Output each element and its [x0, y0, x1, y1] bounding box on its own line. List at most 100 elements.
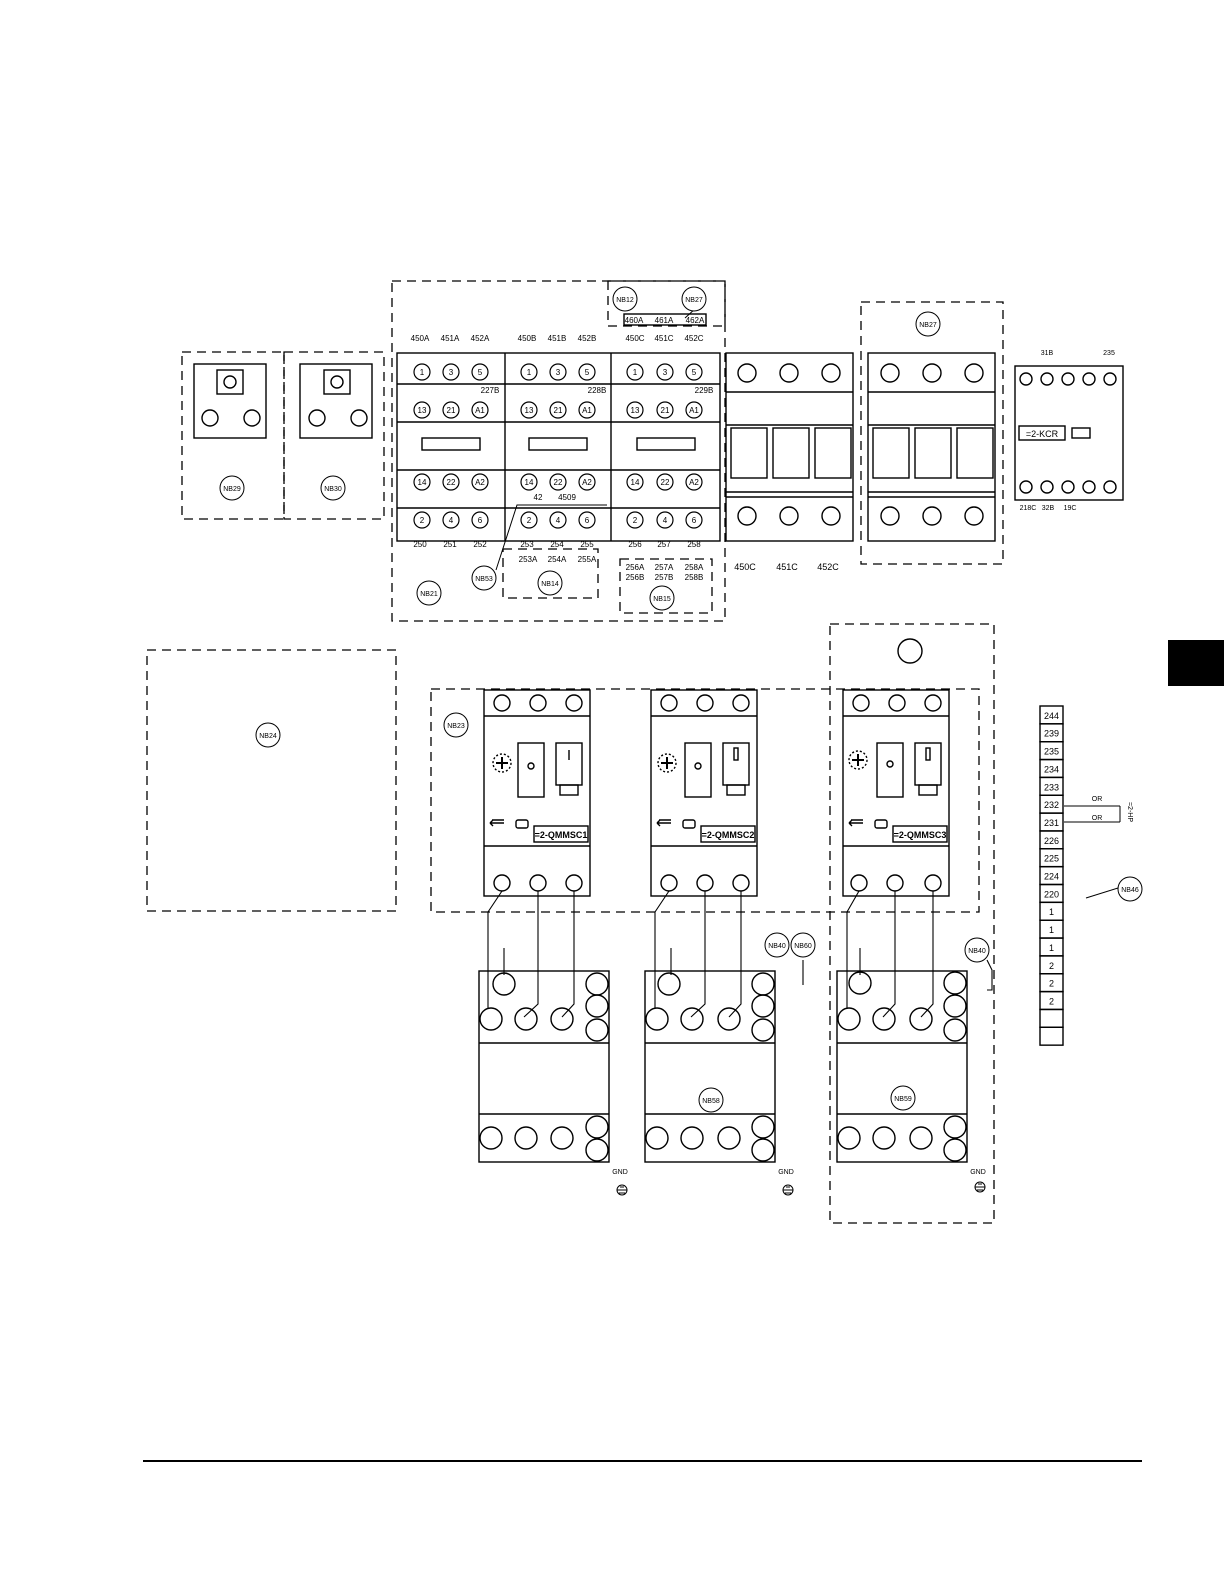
terminal-strip — [1039, 705, 1064, 1046]
terminal-label: 21 — [554, 406, 563, 415]
relay-block — [396, 352, 721, 542]
callout-label-nb14: NB14 — [541, 581, 559, 588]
footer-rule — [143, 1460, 1142, 1462]
callout-label-nb24: NB24 — [259, 733, 277, 740]
wire-tag-top: 451C — [654, 334, 673, 343]
terminal-circle — [442, 473, 460, 491]
dashed-regions — [146, 280, 1004, 1224]
gnd-label: GND — [778, 1169, 794, 1176]
terminal-label: 1 — [633, 368, 638, 377]
callout-nb53 — [471, 565, 497, 591]
terminal-label: 21 — [447, 406, 456, 415]
terminal-label: 5 — [478, 368, 483, 377]
mid-tag: 42 — [534, 493, 543, 502]
callout-label-nb12: NB12 — [616, 297, 634, 304]
terminal-label: 14 — [525, 478, 534, 487]
wire-tag-row2: 253A — [519, 555, 538, 564]
motor-starter-2 — [650, 689, 758, 897]
callout-label-nb21: NB21 — [420, 591, 438, 598]
terminal-circle — [656, 363, 674, 381]
terminal-label: 6 — [478, 516, 483, 525]
terminal-label: 5 — [585, 368, 590, 377]
wire-tag-top: 450C — [625, 334, 644, 343]
callout-label-nb53: NB53 — [475, 576, 493, 583]
callout-nb14 — [537, 570, 563, 596]
terminal-circle — [471, 473, 489, 491]
contactor-3 — [836, 970, 968, 1163]
callout-label-nb30: NB30 — [324, 486, 342, 493]
strip-label: 225 — [1044, 854, 1059, 864]
terminal-label: 22 — [447, 478, 456, 487]
aux-tag: 229B — [695, 386, 714, 395]
block-nb29 — [193, 363, 267, 439]
top-tag-box — [623, 313, 707, 326]
fuse-label: 452C — [817, 562, 839, 572]
fuse-holder-2 — [867, 352, 996, 542]
terminal-label: 14 — [631, 478, 640, 487]
callout-empty — [897, 638, 923, 664]
wire-tag-row3: 257A — [655, 563, 674, 572]
wire-tag-top: 452C — [684, 334, 703, 343]
wire-tag-top: 451B — [548, 334, 567, 343]
strip-label: 235 — [1044, 747, 1059, 757]
kcr-label: =2-KCR — [1026, 429, 1059, 439]
wiring — [487, 890, 993, 1018]
strip-label: 1 — [1049, 943, 1054, 953]
kcr-tag: 235 — [1103, 350, 1115, 357]
callout-nb15 — [649, 585, 675, 611]
aux-tag: 228B — [588, 386, 607, 395]
motor-starter-3 — [842, 689, 950, 897]
callout-nb46 — [1117, 876, 1143, 902]
callout-label-nb15: NB15 — [653, 596, 671, 603]
strip-cell — [1039, 1026, 1064, 1046]
callout-nb58 — [698, 1087, 724, 1113]
terminal-label: 22 — [661, 478, 670, 487]
region-nb40-right — [829, 623, 995, 1224]
strip-label: 220 — [1044, 889, 1059, 899]
terminal-label: 2 — [527, 516, 532, 525]
kcr-tag: 32B — [1042, 505, 1055, 512]
terminal-circle — [413, 511, 431, 529]
callout-nb40 — [964, 937, 990, 963]
wire-tag-top: 452B — [578, 334, 597, 343]
terminal-label: 4 — [449, 516, 454, 525]
terminal-circle — [656, 511, 674, 529]
terminal-circle — [578, 363, 596, 381]
terminal-label: 1 — [527, 368, 532, 377]
wire-tag-bottom: 257 — [657, 540, 671, 549]
fuse-label: 450C — [734, 562, 756, 572]
terminal-circle — [578, 401, 596, 419]
contactor-2 — [644, 970, 776, 1163]
callout-label-nb23: NB23 — [447, 723, 465, 730]
terminal-circle — [626, 401, 644, 419]
callout-nb24 — [255, 722, 281, 748]
callout-label-nb59: NB59 — [894, 1096, 912, 1103]
terminal-circle — [578, 473, 596, 491]
terminal-label: A1 — [475, 406, 485, 415]
region-nb14 — [502, 548, 599, 599]
terminal-label: 2 — [420, 516, 425, 525]
terminal-circle — [520, 511, 538, 529]
terminal-label: 13 — [525, 406, 534, 415]
terminal-label: 3 — [663, 368, 668, 377]
terminal-label: 2 — [633, 516, 638, 525]
region-nb24 — [146, 649, 397, 912]
strip-label: 226 — [1044, 836, 1059, 846]
kcr-tag: 19C — [1064, 505, 1077, 512]
wire-tag-bottom: 253 — [520, 540, 534, 549]
terminal-circle — [520, 363, 538, 381]
wire-tag-bottom: 258 — [687, 540, 701, 549]
region-nb12 — [607, 280, 726, 327]
callout-label-nb40: NB40 — [768, 943, 786, 950]
wire-tag-bottom: 251 — [443, 540, 457, 549]
callout-nb27 — [681, 286, 707, 312]
aux-tag: 227B — [481, 386, 500, 395]
wire-tag-bottom: 254 — [550, 540, 564, 549]
fuse-label: 451C — [776, 562, 798, 572]
callout-label-nb60: NB60 — [794, 943, 812, 950]
callout-label-nb27: NB27 — [685, 297, 703, 304]
section-tab-marker — [1168, 640, 1224, 686]
terminal-circle — [520, 473, 538, 491]
strip-label: 232 — [1044, 800, 1059, 810]
